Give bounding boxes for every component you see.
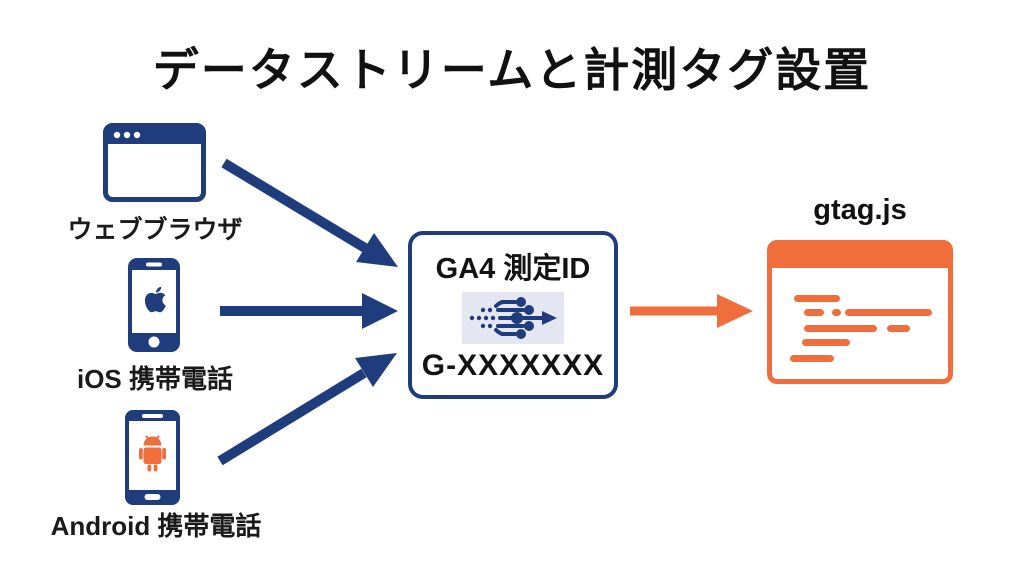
iphone-icon [128,258,180,352]
page-title: データストリームと計測タグ設置 [152,44,872,96]
code-line [804,309,824,316]
gtag-label: gtag.js [813,194,907,226]
code-line [794,295,840,302]
arrow-ga4-to-gtag [630,294,753,328]
data-stream-icon [462,292,564,344]
source-label-web: ウェブブラウザ [67,216,243,244]
code-window-icon [767,240,953,384]
code-line [832,309,841,316]
arrow-ios-to-ga4 [220,293,398,329]
browser-window-icon [103,123,206,202]
source-label-ios: iOS 携帯電話 [76,364,233,394]
code-line [804,325,877,332]
ga4-measurement-box: GA4 測定ID [408,231,618,399]
ga4-measurement-id: G-XXXXXXX [421,349,605,382]
code-line [887,325,910,332]
code-line [790,355,834,362]
apple-logo-icon [144,286,166,313]
ga4-box-title: GA4 測定ID [435,253,591,285]
android-phone-icon [125,410,180,505]
source-label-android: Android 携帯電話 [50,511,262,541]
code-window-titlebar [771,244,949,268]
code-line [845,309,932,316]
android-robot-icon [139,435,166,472]
code-line [802,339,850,346]
